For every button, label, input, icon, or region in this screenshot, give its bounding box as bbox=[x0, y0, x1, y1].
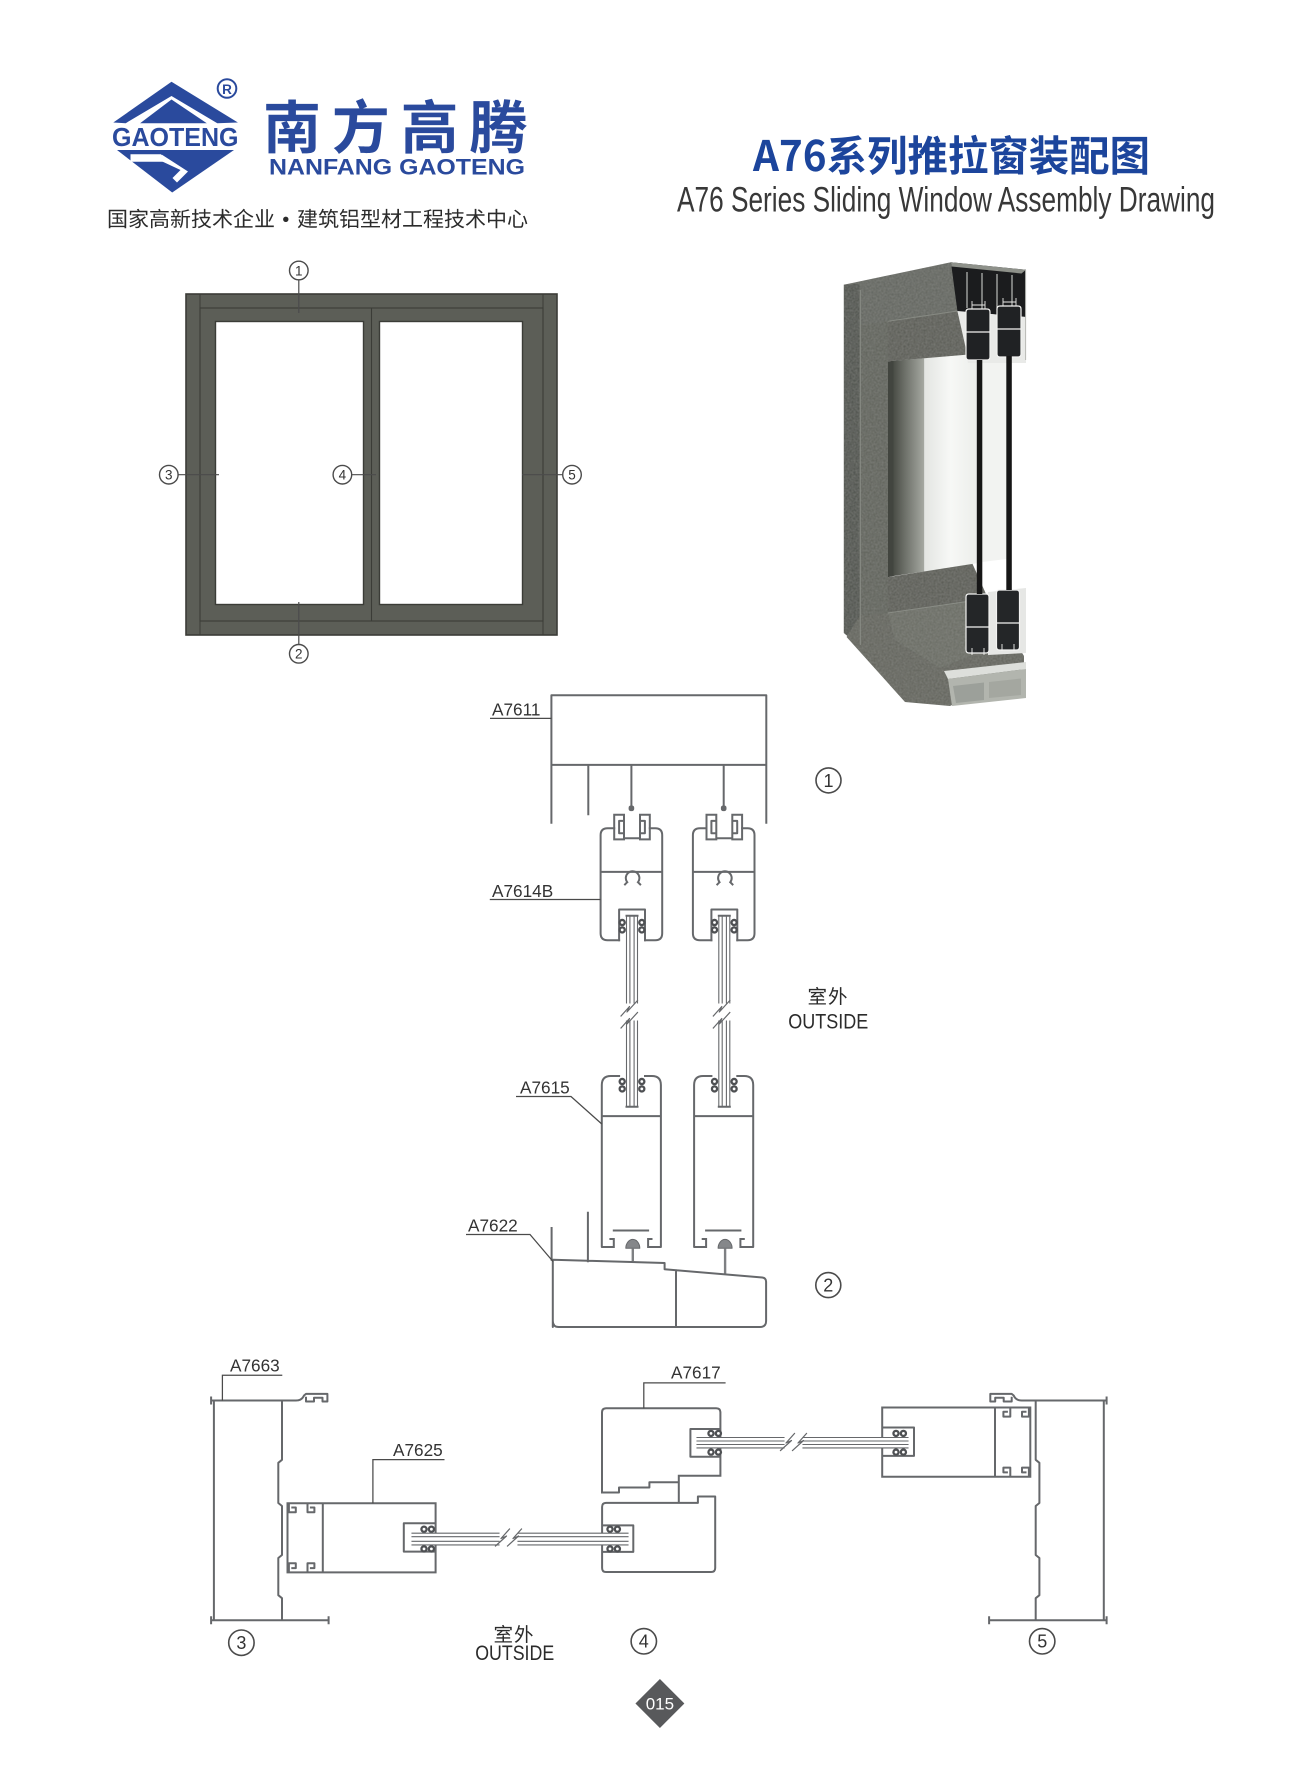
svg-text:R: R bbox=[222, 82, 232, 97]
svg-text:1: 1 bbox=[295, 263, 303, 278]
svg-text:A7617: A7617 bbox=[671, 1363, 721, 1383]
svg-text:OUTSIDE: OUTSIDE bbox=[475, 1642, 554, 1665]
svg-text:NANFANG GAOTENG: NANFANG GAOTENG bbox=[269, 155, 525, 180]
svg-text:015: 015 bbox=[646, 1695, 674, 1714]
svg-text:A7615: A7615 bbox=[520, 1078, 570, 1098]
svg-text:4: 4 bbox=[339, 467, 347, 482]
svg-text:5: 5 bbox=[1037, 1632, 1047, 1652]
svg-text:3: 3 bbox=[165, 467, 173, 482]
svg-text:A7611: A7611 bbox=[492, 700, 540, 720]
svg-text:1: 1 bbox=[823, 771, 833, 791]
svg-text:A7625: A7625 bbox=[393, 1440, 443, 1460]
svg-text:GAOTENG: GAOTENG bbox=[112, 124, 239, 152]
svg-text:OUTSIDE: OUTSIDE bbox=[788, 1011, 868, 1034]
svg-text:2: 2 bbox=[823, 1275, 833, 1295]
svg-text:2: 2 bbox=[295, 647, 303, 662]
svg-text:A7614B: A7614B bbox=[492, 881, 553, 901]
svg-text:4: 4 bbox=[639, 1632, 649, 1652]
svg-text:A7622: A7622 bbox=[468, 1216, 518, 1236]
svg-text:A7663: A7663 bbox=[230, 1356, 280, 1376]
svg-text:3: 3 bbox=[236, 1633, 246, 1653]
svg-text:5: 5 bbox=[568, 467, 576, 482]
svg-text:A76 Series Sliding Window Asse: A76 Series Sliding Window Assembly Drawi… bbox=[677, 181, 1215, 220]
